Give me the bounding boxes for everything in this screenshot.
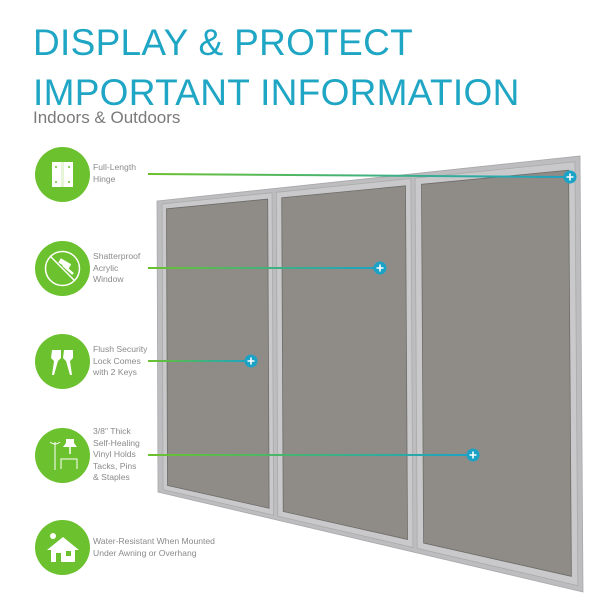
- felt-panel-3: [421, 169, 572, 577]
- felt-panel-2: [281, 185, 408, 540]
- headline-line-2: IMPORTANT INFORMATION: [33, 72, 520, 113]
- hotspot-plus-icon[interactable]: [244, 354, 258, 368]
- pushpin-icon: [35, 428, 90, 483]
- feature-lock-text: Flush Security Lock Comes with 2 Keys: [93, 344, 148, 378]
- feature-shatterproof-text: Shatterproof Acrylic Window: [93, 251, 141, 285]
- subtitle: Indoors & Outdoors: [33, 108, 181, 127]
- felt-panel-1: [166, 198, 270, 509]
- keys-icon: [35, 334, 90, 389]
- hotspot-plus-icon[interactable]: [466, 448, 480, 462]
- feature-water-resistant-text: Water-Resistant When Mounted Under Awnin…: [93, 536, 215, 558]
- house-weather-icon: [35, 520, 90, 575]
- headline-line-1: DISPLAY & PROTECT: [33, 22, 413, 63]
- hotspot-plus-icon[interactable]: [373, 261, 387, 275]
- shatterproof-icon: [35, 241, 90, 296]
- callout-line-1: [147, 173, 571, 179]
- hotspot-plus-icon[interactable]: [563, 170, 577, 184]
- hinge-icon: [35, 147, 90, 202]
- feature-vinyl-text: 3/8" Thick Self-Healing Vinyl Holds Tack…: [93, 426, 140, 483]
- feature-hinge-text: Full-Length Hinge: [93, 162, 136, 184]
